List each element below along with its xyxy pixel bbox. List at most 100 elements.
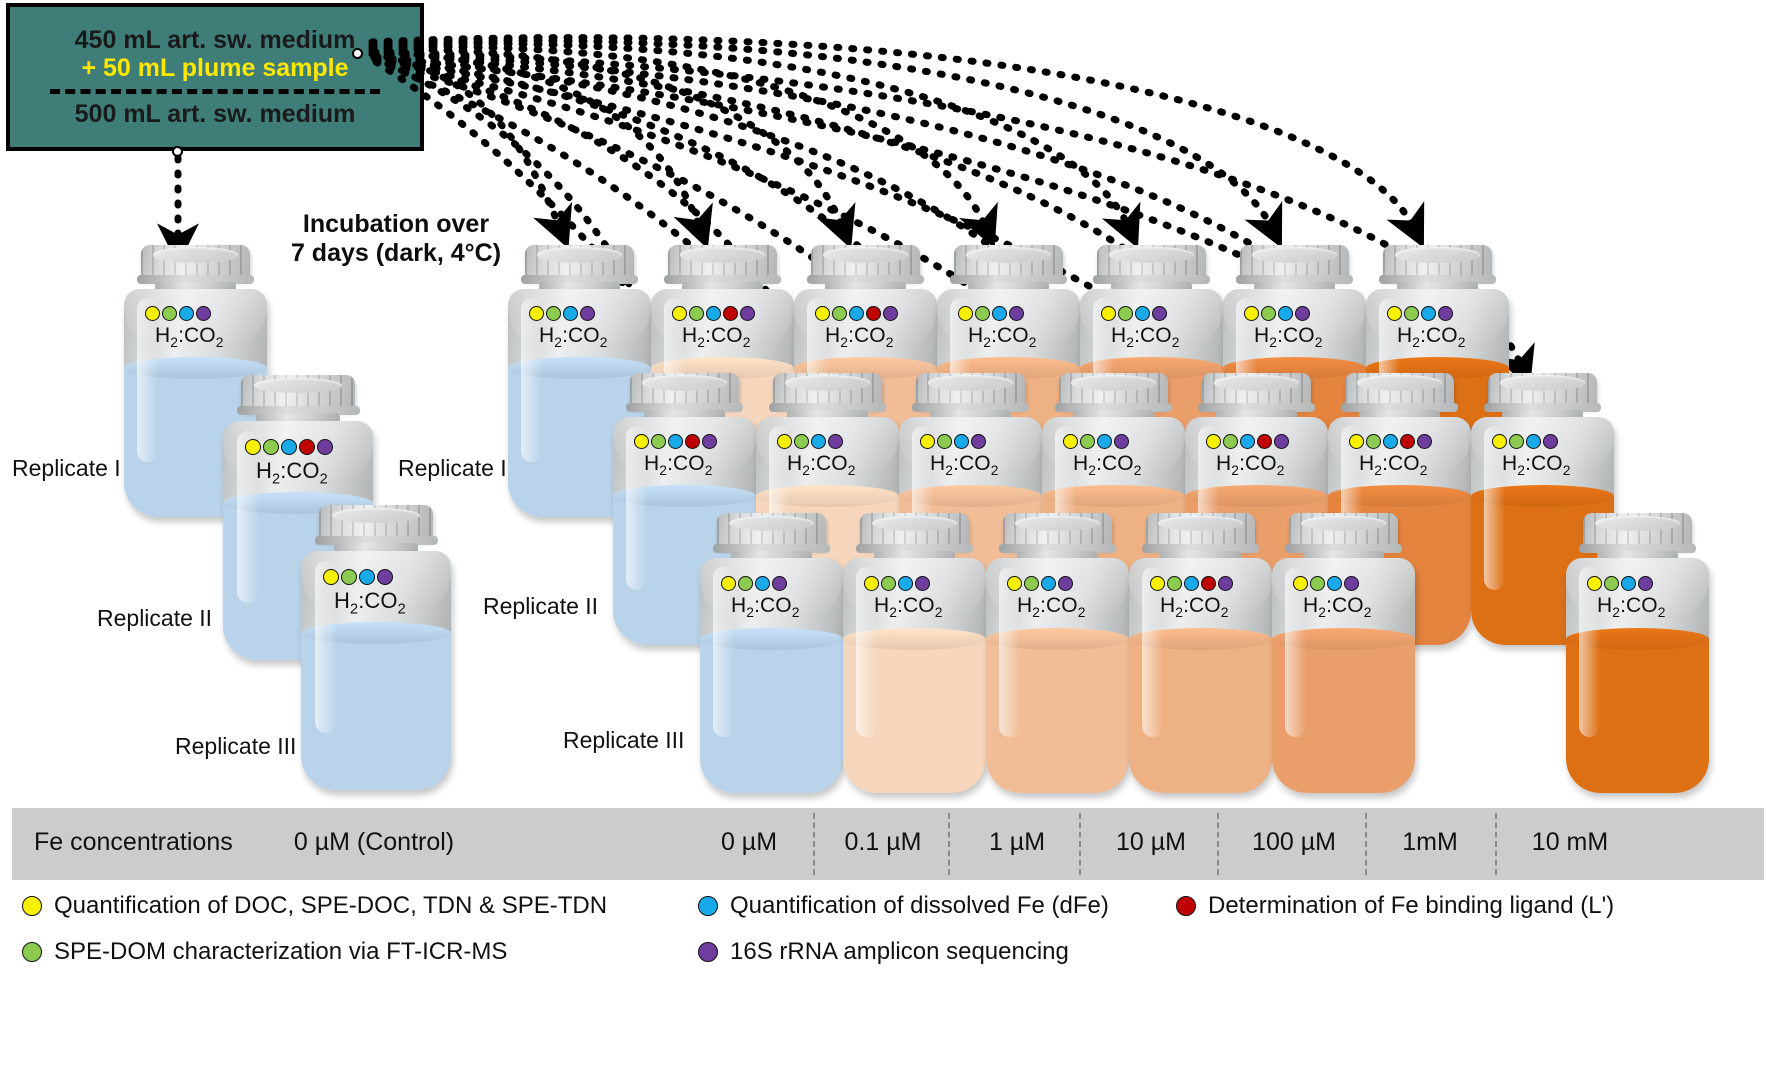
- legend-green-dot: [22, 942, 42, 962]
- bottle-cap-ring: [1578, 544, 1697, 553]
- marker-dot-green: [832, 306, 847, 321]
- bottle-cap-ring: [911, 403, 1030, 412]
- gas-headspace-label: H2:CO2: [1017, 594, 1086, 621]
- marker-dot-purple: [1344, 576, 1359, 591]
- marker-dot-yellow: [1150, 576, 1165, 591]
- control-replicate-i-label: Replicate I: [12, 455, 121, 481]
- legend-purple-label: 16S rRNA amplicon sequencing: [730, 938, 1069, 965]
- analysis-marker-dots: [634, 434, 717, 449]
- source-line-plume: + 50 mL plume sample: [81, 54, 349, 82]
- marker-dot-blue: [1240, 434, 1255, 449]
- fe-band-divider-1: [813, 813, 815, 875]
- gas-headspace-label: H2:CO2: [682, 324, 751, 351]
- bottle-cap: [1383, 245, 1492, 280]
- legend-item-green: SPE-DOM characterization via FT-ICR-MS: [22, 938, 507, 966]
- legend-purple-dot: [698, 942, 718, 962]
- marker-dot-green: [1404, 306, 1419, 321]
- marker-dot-green: [1310, 576, 1325, 591]
- marker-dot-blue: [811, 434, 826, 449]
- analysis-marker-dots: [777, 434, 843, 449]
- bottle-liquid-surface: [1566, 628, 1709, 650]
- treatment-bottle-row3-2: H2:CO2: [843, 513, 986, 793]
- marker-dot-yellow: [1492, 434, 1507, 449]
- bottle-cap: [1289, 513, 1398, 549]
- marker-dot-green: [263, 439, 279, 455]
- marker-dot-yellow: [245, 439, 261, 455]
- analysis-marker-dots: [1349, 434, 1432, 449]
- bottle-liquid: [301, 633, 451, 790]
- bottle-cap: [1488, 373, 1597, 408]
- analysis-marker-dots: [1206, 434, 1289, 449]
- marker-dot-purple: [971, 434, 986, 449]
- bottle-cap: [668, 245, 777, 280]
- gas-headspace-label: H2:CO2: [1216, 452, 1285, 479]
- marker-dot-purple: [580, 306, 595, 321]
- fe-conc-0p1um: 0.1 µM: [844, 828, 922, 856]
- marker-dot-purple: [196, 306, 211, 321]
- marker-dot-yellow: [864, 576, 879, 591]
- marker-dot-blue: [1421, 306, 1436, 321]
- analysis-marker-dots: [1150, 576, 1233, 591]
- control-replicate-ii-label: Replicate II: [97, 605, 213, 631]
- bottle-liquid-surface: [613, 485, 756, 507]
- bottle-cap: [954, 245, 1063, 280]
- gas-headspace-label: H2:CO2: [731, 594, 800, 621]
- bottle-liquid-surface: [124, 357, 267, 379]
- marker-dot-blue: [849, 306, 864, 321]
- bottle-cap-ring: [1092, 275, 1211, 284]
- marker-dot-green: [738, 576, 753, 591]
- bottle-cap: [241, 375, 355, 411]
- analysis-marker-dots: [1387, 306, 1453, 321]
- analysis-marker-dots: [958, 306, 1024, 321]
- marker-dot-yellow: [815, 306, 830, 321]
- marker-dot-yellow: [721, 576, 736, 591]
- bottle-cap-ring: [1483, 403, 1602, 412]
- marker-dot-purple: [772, 576, 787, 591]
- marker-dot-blue: [1278, 306, 1293, 321]
- marker-dot-blue: [1097, 434, 1112, 449]
- marker-dot-blue: [1135, 306, 1150, 321]
- bottle-liquid-surface: [700, 628, 843, 650]
- marker-dot-purple: [883, 306, 898, 321]
- marker-dot-yellow: [1101, 306, 1116, 321]
- fe-conc-10mm: 10 mM: [1531, 828, 1609, 856]
- bottle-cap: [1059, 373, 1168, 408]
- bottle-cap-ring: [949, 275, 1068, 284]
- source-anchor-right-dot: [352, 48, 363, 59]
- marker-dot-yellow: [920, 434, 935, 449]
- marker-dot-purple: [317, 439, 333, 455]
- analysis-marker-dots: [145, 306, 211, 321]
- bottle-cap-ring: [712, 544, 831, 553]
- marker-dot-purple: [1218, 576, 1233, 591]
- marker-dot-red: [685, 434, 700, 449]
- bottle-cap: [1146, 513, 1255, 549]
- bottle-cap: [630, 373, 739, 408]
- bottle-cap: [860, 513, 969, 549]
- marker-dot-blue: [1327, 576, 1342, 591]
- analysis-marker-dots: [1587, 576, 1653, 591]
- marker-dot-purple: [1058, 576, 1073, 591]
- analysis-marker-dots: [1063, 434, 1129, 449]
- bottle-liquid-surface: [1328, 485, 1471, 507]
- marker-dot-red: [1257, 434, 1272, 449]
- legend-green-label: SPE-DOM characterization via FT-ICR-MS: [54, 938, 508, 965]
- bottle-liquid: [1566, 639, 1709, 793]
- bottle-liquid-surface: [756, 485, 899, 507]
- bottle-liquid-surface: [899, 485, 1042, 507]
- analysis-marker-dots: [864, 576, 930, 591]
- marker-dot-green: [162, 306, 177, 321]
- marker-dot-yellow: [1387, 306, 1402, 321]
- bottle-cap-ring: [1141, 544, 1260, 553]
- fe-conc-0um: 0 µM: [720, 828, 778, 856]
- bottle-cap-ring: [855, 544, 974, 553]
- marker-dot-red: [723, 306, 738, 321]
- gas-headspace-label: H2:CO2: [1502, 452, 1571, 479]
- marker-dot-green: [1118, 306, 1133, 321]
- treatment-bottle-row3-6: H2:CO2: [1566, 513, 1709, 793]
- marker-dot-green: [975, 306, 990, 321]
- marker-dot-purple: [1114, 434, 1129, 449]
- gas-headspace-label: H2:CO2: [644, 452, 713, 479]
- source-anchor-bottom-dot: [172, 146, 183, 157]
- bottle-body: [301, 551, 451, 790]
